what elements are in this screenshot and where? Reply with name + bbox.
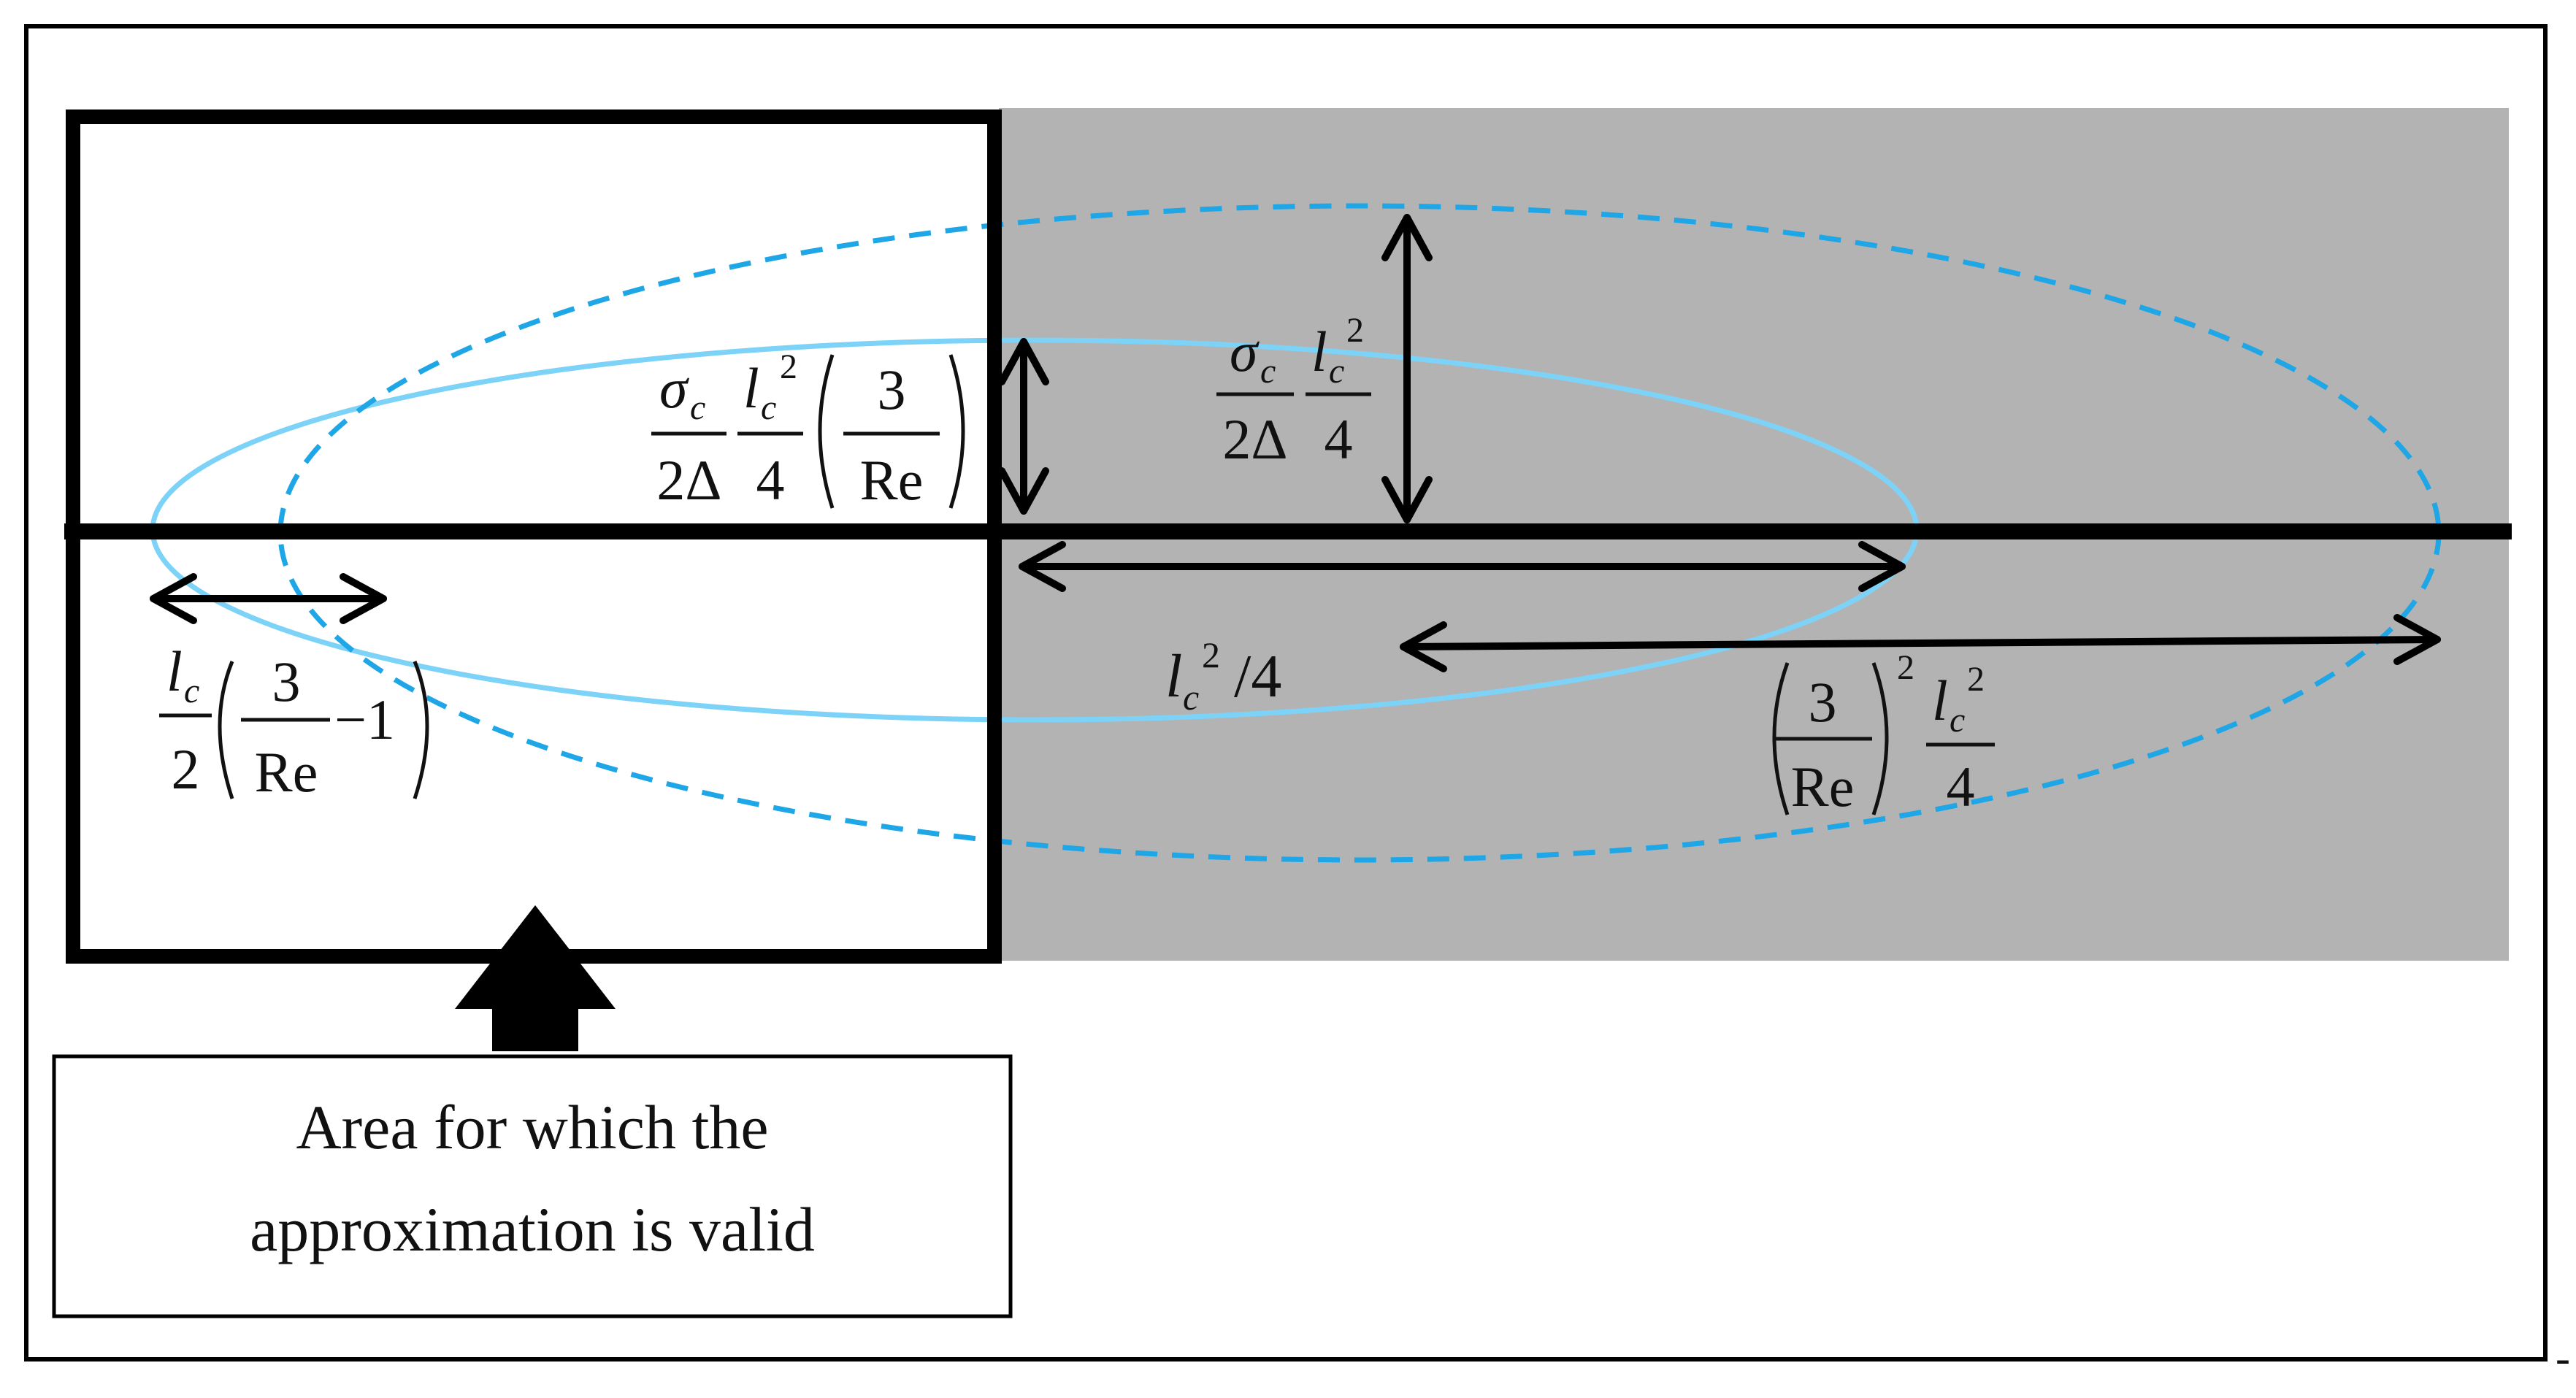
solid-major-l-sub: c (1183, 677, 1199, 718)
dashed-semi-minor-arrow (1381, 214, 1433, 523)
dashed-major-l-sub: c (1950, 701, 1965, 740)
solid-major-l-pow: 2 (1202, 634, 1220, 675)
dashed-minor-l-pow: 2 (1346, 311, 1364, 350)
outer-frame (24, 24, 2548, 1361)
caption-line-2: approximation is valid (250, 1194, 815, 1264)
dashed-minor-den4: 4 (1325, 407, 1353, 471)
left-shift-arrow (150, 573, 387, 624)
dashed-major-outer-pow: 2 (1897, 648, 1914, 687)
dashed-major-num3: 3 (1809, 670, 1837, 734)
solid-minor-sigma-sub: c (690, 388, 705, 427)
dashed-major-den4: 4 (1947, 755, 1975, 818)
dashed-semi-major-label: 3 Re 2 l c 2 4 (1772, 648, 1995, 818)
solid-minor-l-pow: 2 (780, 347, 797, 386)
left-shift-num3: 3 (272, 650, 301, 713)
stray-mark: - (2556, 1334, 2570, 1382)
up-arrow-icon (455, 905, 616, 1051)
dashed-minor-2delta: 2Δ (1222, 407, 1287, 471)
left-shift-l: l (166, 640, 183, 703)
solid-minor-l: l (743, 356, 759, 420)
solid-minor-den4: 4 (756, 448, 785, 512)
dashed-semi-minor-label: σ c 2Δ l c 2 4 (1216, 311, 1371, 471)
dashed-major-re: Re (1791, 755, 1855, 818)
caption-box (52, 1054, 1013, 1318)
solid-minor-re: Re (860, 448, 924, 512)
dashed-minor-sigma-sub: c (1260, 352, 1276, 391)
dashed-semi-major-arrow (1400, 614, 2441, 672)
left-shift-label: l c 2 3 Re −1 (159, 640, 429, 804)
solid-semi-major-arrow (1019, 541, 1906, 592)
left-shift-den: 2 (172, 737, 200, 801)
solid-semi-minor-label: σ c 2Δ l c 2 4 3 Re (651, 347, 965, 512)
dashed-minor-l-sub: c (1329, 352, 1344, 391)
dashed-major-l-pow: 2 (1967, 660, 1985, 699)
solid-minor-num3: 3 (878, 358, 906, 421)
caption-line-1: Area for which the (296, 1092, 768, 1162)
left-shift-sub: c (184, 672, 199, 710)
solid-major-slash4: /4 (1234, 642, 1281, 710)
solid-minor-sigma: σ (659, 356, 689, 420)
left-shift-re: Re (255, 740, 318, 804)
solid-semi-minor-arrow (998, 338, 1049, 515)
left-shift-minus1: −1 (334, 688, 395, 751)
dashed-minor-l: l (1311, 320, 1327, 383)
solid-semi-major-label: l c 2 /4 (1165, 634, 1281, 718)
solid-minor-2delta: 2Δ (656, 448, 721, 512)
solid-major-l: l (1165, 642, 1182, 710)
solid-minor-l-sub: c (761, 388, 776, 427)
dashed-major-l: l (1932, 669, 1948, 732)
dashed-minor-sigma: σ (1230, 320, 1260, 383)
